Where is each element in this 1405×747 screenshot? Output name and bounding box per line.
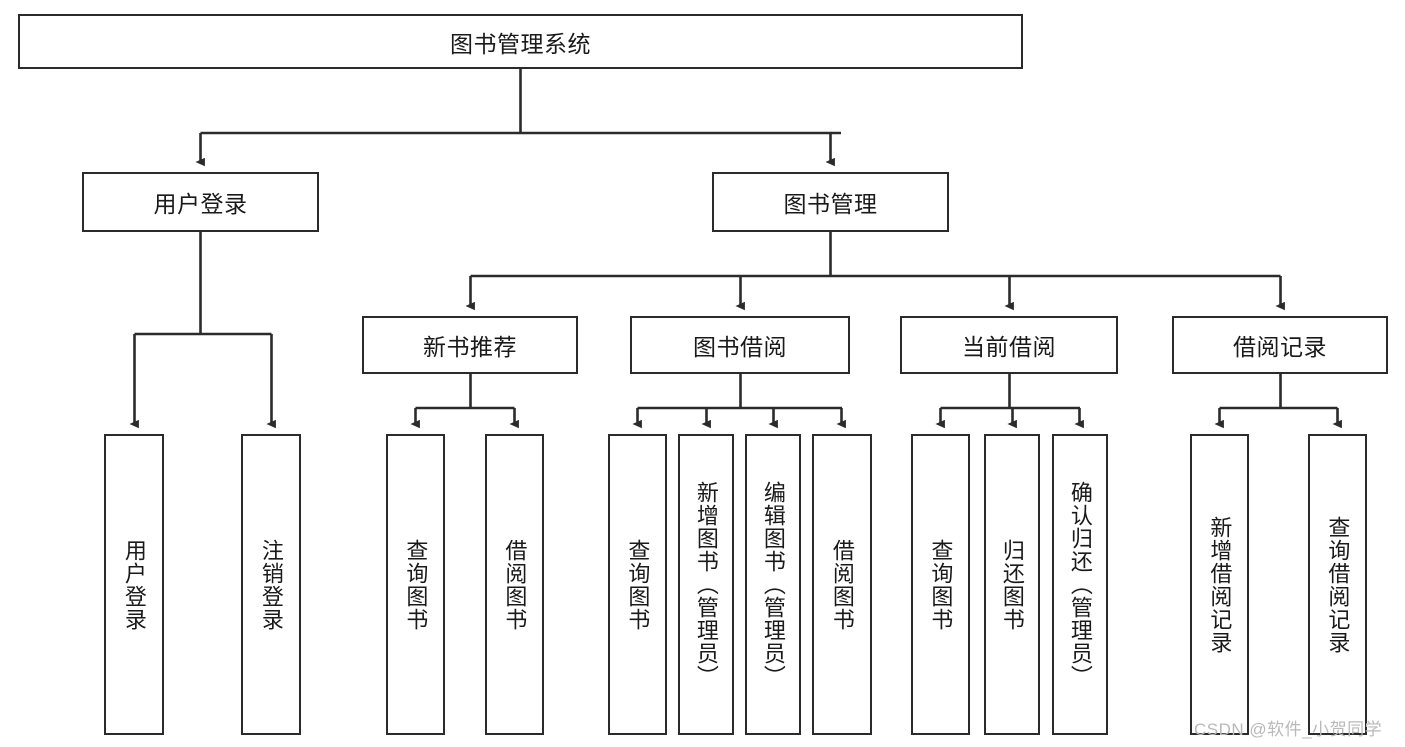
leaf-add-record[interactable]: 新增借阅记录 [1190,434,1249,735]
leaf-query-record[interactable]: 查询借阅记录 [1308,434,1367,735]
node-root[interactable]: 图书管理系统 [18,14,1023,69]
leaf-confirm-return-label: 确认归还（管理员） [1067,481,1093,688]
node-borrow-record[interactable]: 借阅记录 [1172,316,1388,374]
leaf-query-book-1[interactable]: 查询图书 [386,434,445,735]
leaf-confirm-return[interactable]: 确认归还（管理员） [1052,434,1108,735]
node-book-borrow-label: 图书借阅 [693,334,787,360]
node-borrow-record-label: 借阅记录 [1233,334,1327,360]
node-user-login-label: 用户登录 [153,191,248,217]
leaf-return-book[interactable]: 归还图书 [984,434,1040,735]
leaf-query-book-1-label: 查询图书 [403,538,429,631]
leaf-edit-book-label: 编辑图书（管理员） [760,481,786,688]
node-book-borrow[interactable]: 图书借阅 [630,316,850,374]
csdn-watermark: CSDN @软件_小贺同学 [1194,720,1383,739]
leaf-add-book[interactable]: 新增图书（管理员） [678,434,734,735]
leaf-borrow-book-1-label: 借阅图书 [502,538,528,631]
leaf-add-record-label: 新增借阅记录 [1207,515,1233,654]
leaf-user-login[interactable]: 用户登录 [104,434,164,735]
leaf-query-record-label: 查询借阅记录 [1325,515,1351,654]
node-user-login[interactable]: 用户登录 [82,172,319,232]
leaf-query-book-3[interactable]: 查询图书 [911,434,970,735]
leaf-borrow-book-2-label: 借阅图书 [829,538,855,631]
leaf-borrow-book-1[interactable]: 借阅图书 [485,434,544,735]
node-current-borrow-label: 当前借阅 [962,334,1056,360]
node-new-book-rec-label: 新书推荐 [423,334,517,360]
node-root-label: 图书管理系统 [450,30,591,57]
leaf-user-login-label: 用户登录 [121,538,147,631]
node-book-manage-label: 图书管理 [783,191,878,217]
node-current-borrow[interactable]: 当前借阅 [900,316,1118,374]
node-new-book-rec[interactable]: 新书推荐 [362,316,578,374]
leaf-query-book-3-label: 查询图书 [928,538,954,631]
leaf-query-book-2-label: 查询图书 [625,538,651,631]
leaf-logout[interactable]: 注销登录 [241,434,301,735]
leaf-return-book-label: 归还图书 [999,538,1025,631]
node-book-manage[interactable]: 图书管理 [712,172,949,232]
leaf-edit-book[interactable]: 编辑图书（管理员） [745,434,801,735]
leaf-add-book-label: 新增图书（管理员） [693,481,719,688]
leaf-query-book-2[interactable]: 查询图书 [608,434,667,735]
leaf-borrow-book-2[interactable]: 借阅图书 [812,434,872,735]
leaf-logout-label: 注销登录 [258,538,284,631]
